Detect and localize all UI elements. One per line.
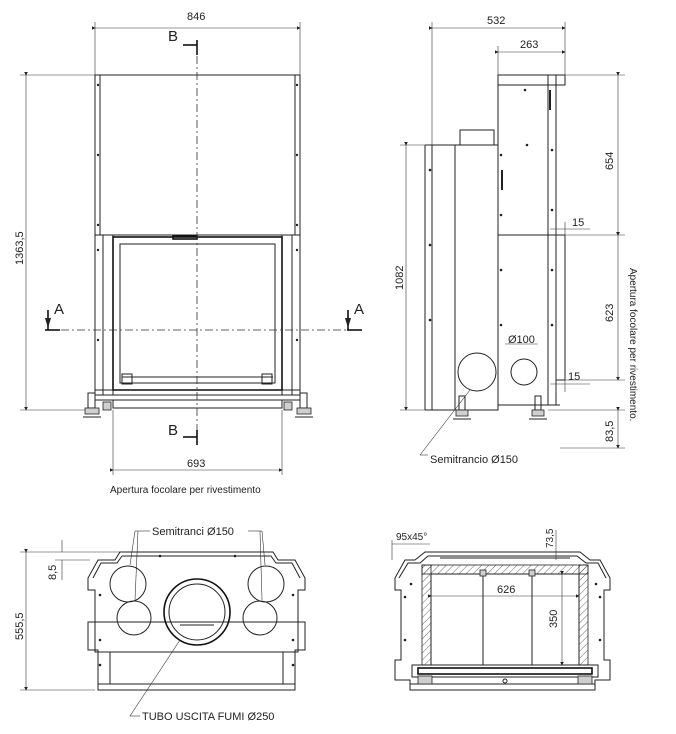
side-upper-dim: 654 xyxy=(604,152,616,170)
side-vertical-caption: Apertura focolare per rivestimento. xyxy=(627,268,638,421)
side-height-dim: 1082 xyxy=(394,266,406,290)
plan-depth-dim: 350 xyxy=(548,610,560,628)
front-view: 846 1363,5 xyxy=(14,11,364,496)
side-view: 532 263 xyxy=(394,15,638,466)
chamfer-label: 95x45° xyxy=(396,532,427,543)
front-height-dim: 1363,5 xyxy=(14,231,26,265)
semitranci-label: Semitranci Ø150 xyxy=(152,526,234,538)
front-opening-dim: 693 xyxy=(187,458,205,470)
front-width-dim: 846 xyxy=(187,11,205,23)
section-b-top-label: B xyxy=(168,28,178,45)
section-a-right-label: A xyxy=(354,301,364,318)
side-large-circle-label: Semitrancio Ø150 xyxy=(430,454,518,466)
side-small-circle-label: Ø100 xyxy=(508,334,535,346)
plan-view: 95x45° 73,5 626 350 xyxy=(391,528,611,691)
flue-outlet-label: TUBO USCITA FUMI Ø250 xyxy=(142,711,274,723)
side-top-depth-dim: 263 xyxy=(520,39,538,51)
section-a-left-label: A xyxy=(54,301,64,318)
side-gap-top-dim: 15 xyxy=(572,217,584,229)
front-opening-caption: Apertura focolare per rivestimento xyxy=(110,485,261,496)
plan-dim-73-5: 73,5 xyxy=(545,528,556,548)
side-opening-dim: 623 xyxy=(604,304,616,322)
side-bottom-dim: 83,5 xyxy=(604,421,616,442)
top-dim-555-5: 555,5 xyxy=(14,612,26,640)
section-b-bottom-label: B xyxy=(168,422,178,439)
side-gap-bottom-dim: 15 xyxy=(568,371,580,383)
top-view: Semitranci Ø150 8,5 555,5 xyxy=(14,526,306,723)
top-dim-8-5: 8,5 xyxy=(47,565,59,580)
plan-width-dim: 626 xyxy=(497,584,515,596)
side-total-depth-dim: 532 xyxy=(487,15,505,27)
